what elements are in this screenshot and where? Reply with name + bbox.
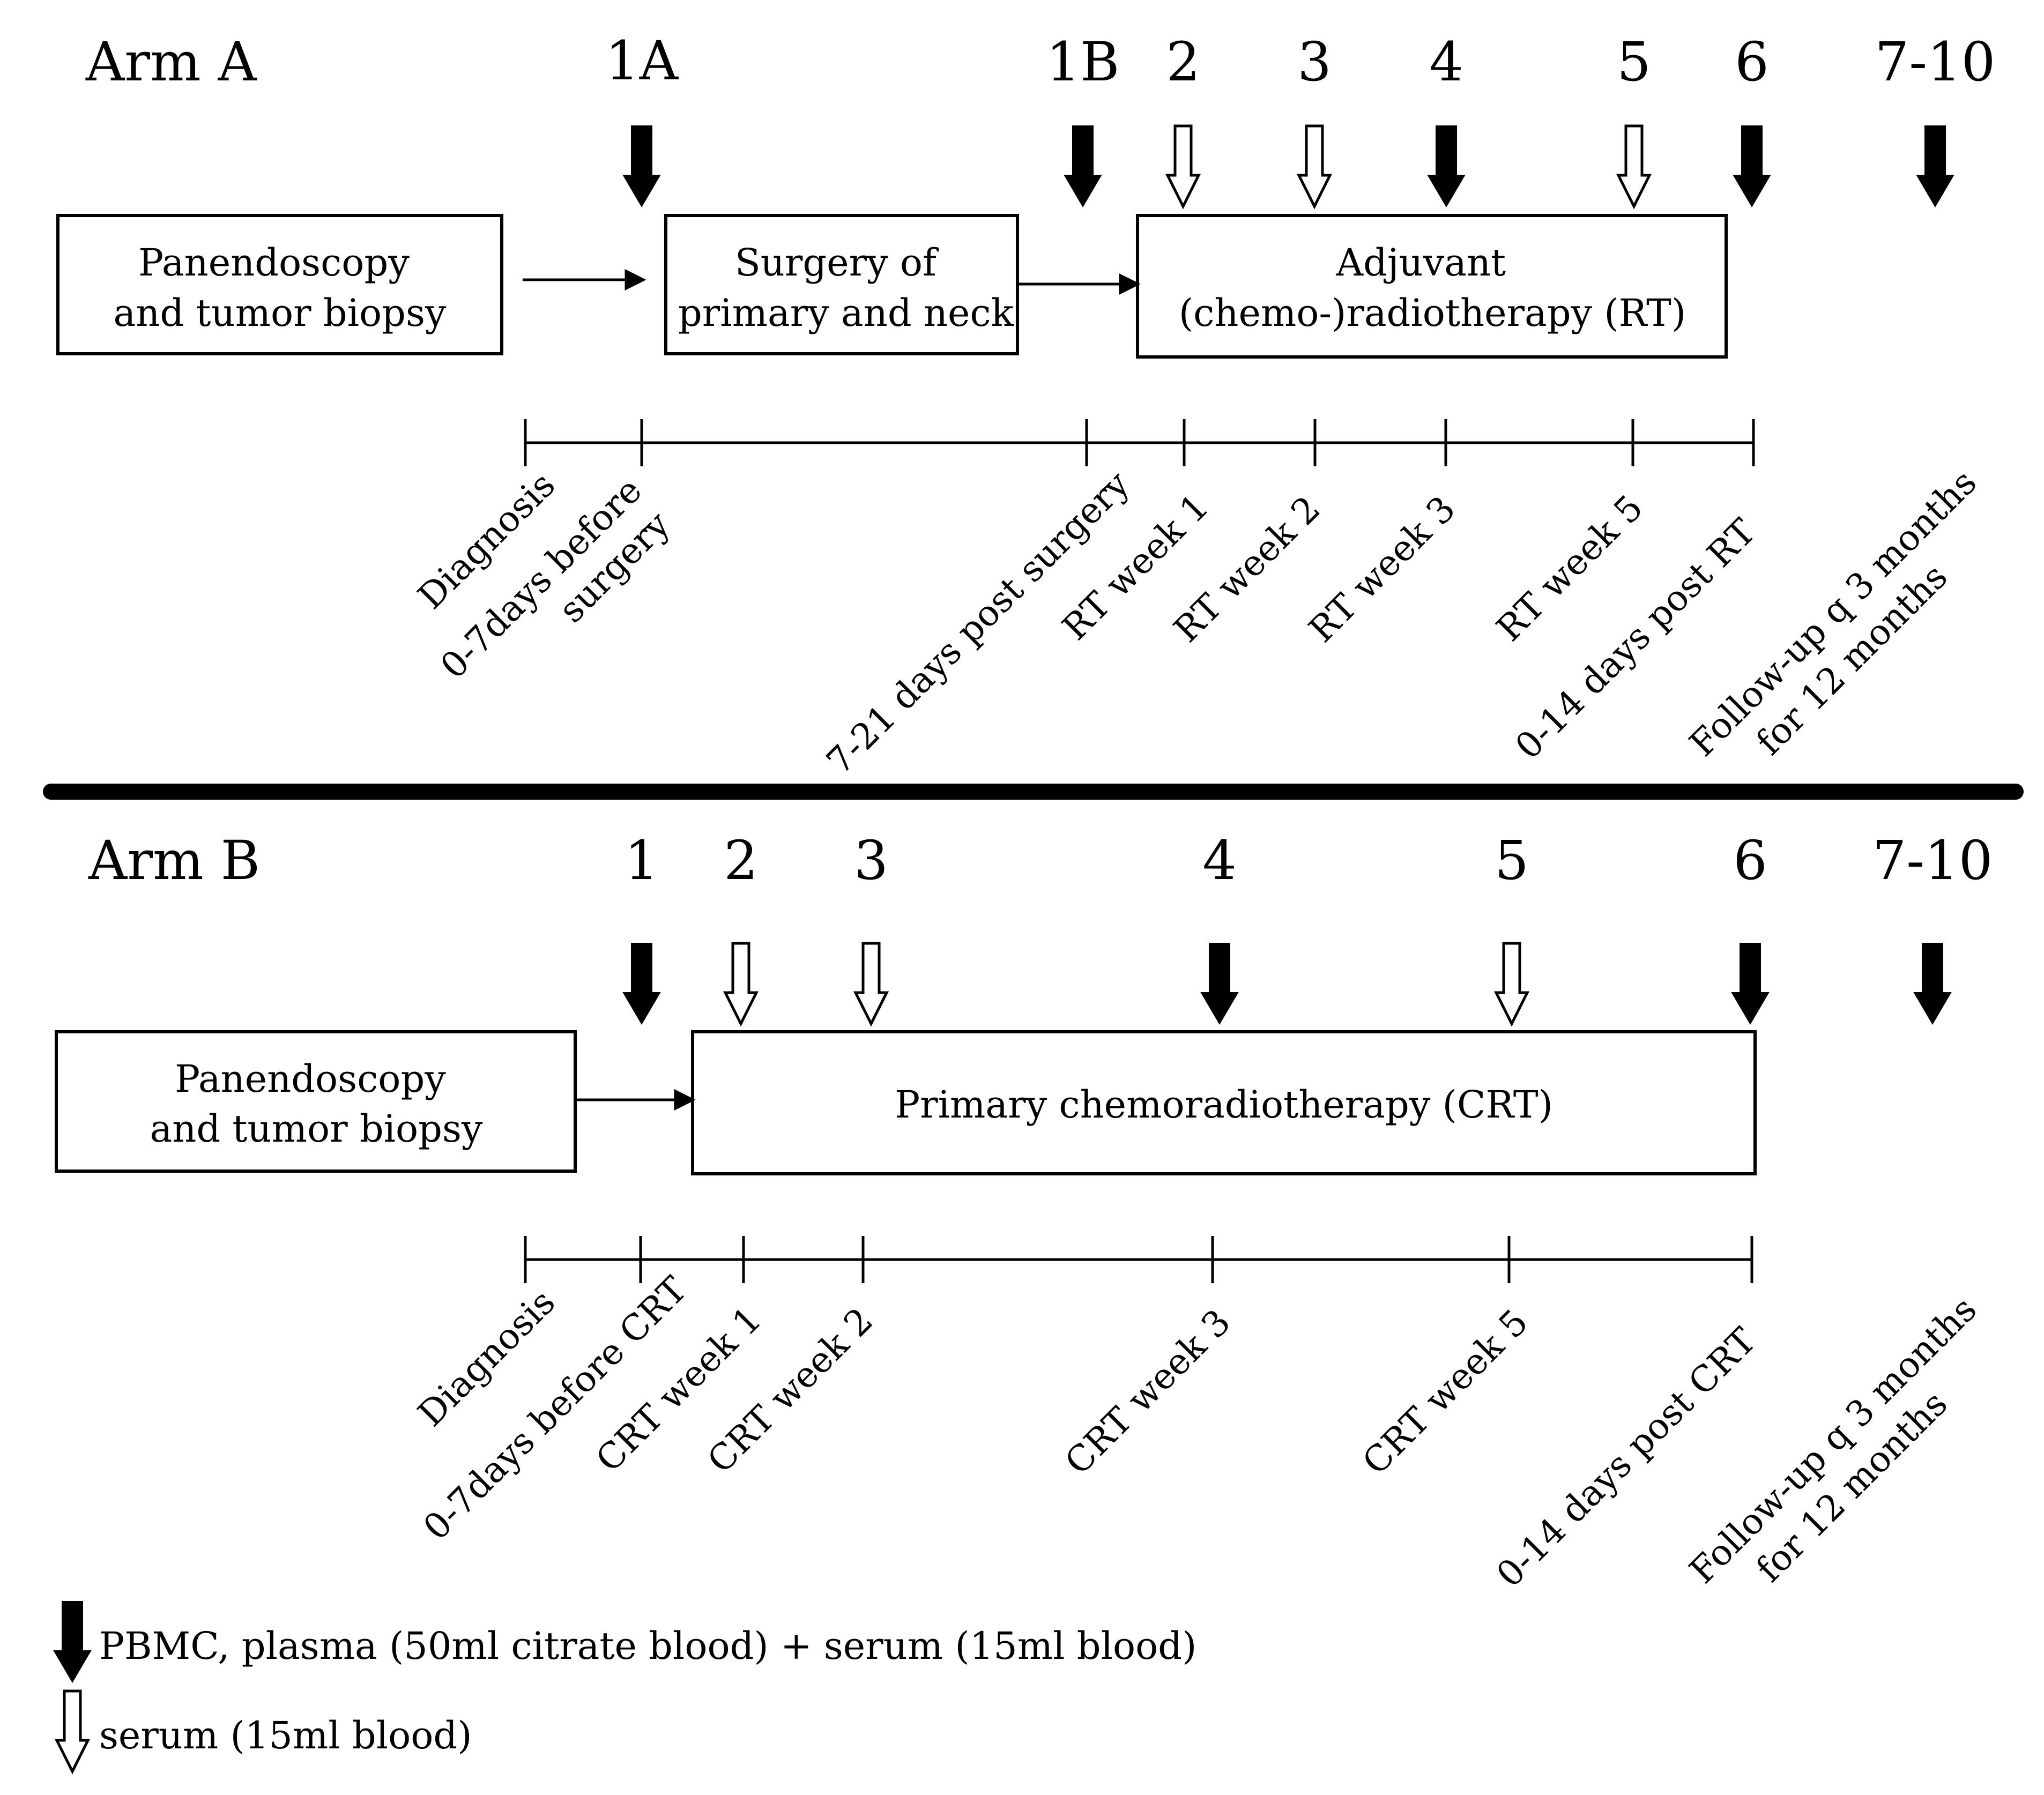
filled-arrow-icon bbox=[1200, 943, 1239, 1025]
open-arrow-icon bbox=[723, 942, 759, 1027]
filled-arrow-icon bbox=[1733, 125, 1771, 207]
timeline-label: CRT week 3 bbox=[1057, 1301, 1238, 1483]
filled-arrow-icon bbox=[1916, 125, 1954, 207]
timepoint-number: 7-10 bbox=[1872, 829, 1993, 892]
timeline-label: Follow-up q 3 monthsfor 12 months bbox=[1682, 461, 2017, 797]
open-arrow-icon bbox=[1296, 124, 1333, 210]
legend-open-arrow-icon bbox=[54, 1689, 91, 1775]
timeline-label: 0-7days beforesurgery bbox=[433, 470, 681, 718]
flow-arrow-head bbox=[1119, 273, 1141, 295]
filled-arrow-icon bbox=[622, 125, 661, 207]
timepoint-number: 1A bbox=[605, 29, 679, 92]
timepoint-number: 7-10 bbox=[1875, 31, 1996, 93]
legend-filled-text: PBMC, plasma (50ml citrate blood) + seru… bbox=[99, 1624, 1196, 1668]
timeline-label: RT week 3 bbox=[1301, 488, 1463, 651]
arm-a-timepoint-labels: 1A 1B 2 3 4 5 6 7-10 bbox=[605, 29, 1995, 93]
arm-a-ticks bbox=[524, 419, 1755, 466]
timepoint-number: 3 bbox=[854, 829, 888, 892]
filled-arrow-icon bbox=[1913, 943, 1952, 1025]
timepoint-number: 4 bbox=[1429, 31, 1463, 93]
open-arrow-icon bbox=[1616, 124, 1652, 210]
flow-arrows bbox=[523, 269, 1141, 1111]
flow-arrow-head bbox=[674, 1089, 696, 1111]
arm-b-ticks bbox=[524, 1236, 1753, 1283]
open-arrow-icon bbox=[853, 942, 889, 1027]
arm-a-box-surgery-text: Surgery of primary and neck bbox=[678, 241, 1014, 335]
timepoint-number: 6 bbox=[1735, 31, 1769, 93]
filled-arrow-icon bbox=[1427, 125, 1466, 207]
arm-a-box-panendoscopy bbox=[56, 214, 503, 355]
timepoint-number: 5 bbox=[1617, 31, 1651, 93]
timepoint-number: 2 bbox=[724, 829, 758, 892]
arm-b-box-panendoscopy bbox=[55, 1030, 577, 1173]
arm-b-title: Arm B bbox=[88, 829, 260, 892]
timepoint-number: 1B bbox=[1046, 31, 1119, 93]
arm-b-timepoint-labels: 1 2 3 4 5 6 7-10 bbox=[625, 829, 1993, 892]
timepoint-number: 6 bbox=[1733, 829, 1767, 892]
filled-arrow-icon bbox=[622, 943, 661, 1025]
timepoint-number: 3 bbox=[1297, 31, 1332, 93]
legend-open-text: serum (15ml blood) bbox=[99, 1714, 472, 1757]
open-arrow-icon bbox=[1493, 942, 1530, 1027]
open-arrow-icon bbox=[1165, 124, 1201, 210]
arm-a-box-adjuvant-rt bbox=[1136, 214, 1728, 359]
arm-b-box-crt-text: Primary chemoradiotherapy (CRT) bbox=[895, 1083, 1553, 1127]
arm-b-sampling-arrows bbox=[622, 942, 1952, 1027]
timepoint-number: 2 bbox=[1166, 31, 1200, 93]
timepoint-number: 5 bbox=[1495, 829, 1529, 892]
arm-a-box-adjuvant-text: Adjuvant (chemo-)radiotherapy (RT) bbox=[1179, 241, 1686, 335]
legend-arrows bbox=[53, 1601, 92, 1775]
flow-arrow-head bbox=[625, 269, 646, 291]
timeline-label: CRT week 5 bbox=[1355, 1301, 1536, 1483]
arm-a-sampling-arrows bbox=[622, 124, 1954, 210]
arm-a-timeline-labels: Diagnosis 0-7days beforesurgery 7-21 day… bbox=[410, 461, 2017, 797]
arm-a-box-panendoscopy-text: Panendoscopy and tumor biopsy bbox=[114, 241, 447, 335]
legend-filled-arrow-icon bbox=[53, 1601, 92, 1683]
timepoint-number: 4 bbox=[1202, 829, 1237, 892]
filled-arrow-icon bbox=[1064, 125, 1102, 207]
arm-b-box-primary-crt bbox=[691, 1030, 1757, 1175]
arm-a-title: Arm A bbox=[85, 31, 258, 93]
arm-b-box-panendoscopy-text: Panendoscopy and tumor biopsy bbox=[150, 1057, 483, 1151]
filled-arrow-icon bbox=[1731, 943, 1770, 1025]
timepoint-number: 1 bbox=[625, 829, 659, 892]
arm-b-timeline-labels: Diagnosis 0-7days before CRT CRT week 1 … bbox=[410, 1269, 1984, 1595]
